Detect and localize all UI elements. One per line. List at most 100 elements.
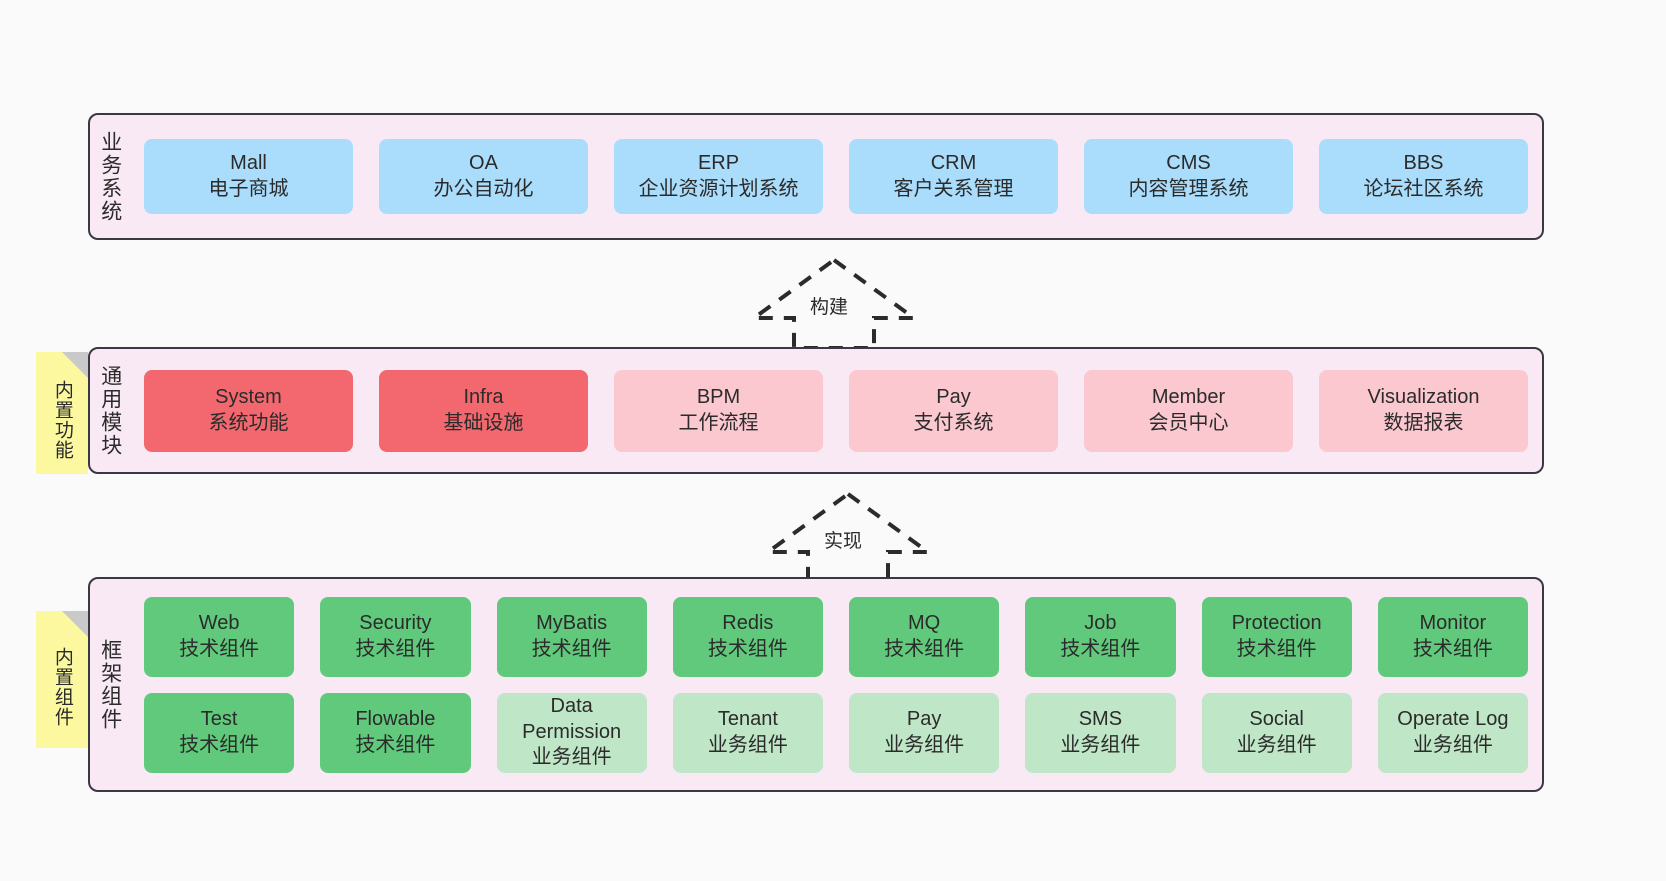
card-title: Job [1084,611,1117,634]
card-subtitle: 电子商城 [208,177,289,200]
card-title: BBS [1403,151,1444,174]
card-subtitle: 业务组件 [1236,733,1317,756]
card-title: System [215,385,282,408]
card-oa[interactable]: OA 办公自动化 [379,139,588,214]
card-title: CRM [930,151,977,174]
card-bpm[interactable]: BPM 工作流程 [614,369,823,452]
card-title: Infra [463,385,504,408]
card-social[interactable]: Social 业务组件 [1201,692,1352,773]
card-subtitle: 技术组件 [531,637,612,660]
layer-body-framework-component: Web 技术组件 Security 技术组件 MyBatis 技术组件 Redi… [130,579,1542,790]
card-pay-component[interactable]: Pay 业务组件 [849,692,1000,773]
layer-title-business-system: 业务系统 [98,130,122,223]
card-operate-log[interactable]: Operate Log 业务组件 [1377,692,1528,773]
card-title: ERP [697,151,740,174]
card-infra[interactable]: Infra 基础设施 [379,369,588,452]
card-subtitle: 会员中心 [1148,411,1229,434]
card-subtitle: 论坛社区系统 [1363,177,1484,200]
card-subtitle: 支付系统 [913,411,994,434]
card-erp[interactable]: ERP 企业资源计划系统 [614,139,823,214]
card-title: Tenant [717,707,778,730]
card-subtitle: 工作流程 [678,411,759,434]
card-cms[interactable]: CMS 内容管理系统 [1084,139,1293,214]
arrow-label-implement: 实现 [824,531,863,552]
sticky-note-label: 内置组件 [51,646,73,727]
card-monitor[interactable]: Monitor 技术组件 [1377,596,1528,677]
card-mq[interactable]: MQ 技术组件 [849,596,1000,677]
card-subtitle: 技术组件 [179,733,260,756]
layer-title-common-module: 通用模块 [98,364,122,457]
card-row: Test 技术组件 Flowable 技术组件 Data Permission … [144,692,1528,773]
card-security[interactable]: Security 技术组件 [320,596,471,677]
card-title: OA [469,151,498,174]
dashed-up-arrow-icon [747,257,921,350]
card-title: Redis [722,611,774,634]
card-subtitle: 基础设施 [443,411,524,434]
card-title: CMS [1166,151,1211,174]
card-tenant[interactable]: Tenant 业务组件 [672,692,823,773]
card-visualization[interactable]: Visualization 数据报表 [1319,369,1528,452]
sticky-note-label: 内置功能 [51,380,73,460]
card-flowable[interactable]: Flowable 技术组件 [320,692,471,773]
card-crm[interactable]: CRM 客户关系管理 [849,139,1058,214]
layer-title-framework-component: 框架组件 [98,638,122,731]
card-member[interactable]: Member 会员中心 [1084,369,1293,452]
card-subtitle: 技术组件 [355,637,436,660]
sticky-note-builtin-components: 内置组件 [36,611,88,748]
card-protection[interactable]: Protection 技术组件 [1201,596,1352,677]
layer-body-business-system: Mall 电子商城 OA 办公自动化 ERP 企业资源计划系统 CRM 客户关系… [130,115,1542,238]
sticky-note-builtin-features: 内置功能 [36,352,88,474]
card-row: Mall 电子商城 OA 办公自动化 ERP 企业资源计划系统 CRM 客户关系… [144,139,1528,214]
card-subtitle: 企业资源计划系统 [638,177,799,200]
card-title: BPM [696,385,741,408]
card-subtitle: 技术组件 [884,637,965,660]
card-subtitle: 内容管理系统 [1128,177,1249,200]
arrow-build: 构建 [747,256,921,350]
card-subtitle: 技术组件 [1060,637,1141,660]
card-mybatis[interactable]: MyBatis 技术组件 [496,596,647,677]
card-title: MyBatis [536,611,608,634]
card-subtitle: 业务组件 [531,746,612,769]
card-subtitle: 技术组件 [179,637,260,660]
card-title: Protection [1231,611,1322,634]
card-subtitle: 技术组件 [1236,637,1317,660]
card-job[interactable]: Job 技术组件 [1025,596,1176,677]
card-title: Social [1249,707,1304,730]
card-title: Member [1151,385,1226,408]
card-subtitle: 客户关系管理 [893,177,1014,200]
card-row: System 系统功能 Infra 基础设施 BPM 工作流程 Pay 支付系统… [144,369,1528,452]
arrow-implement: 实现 [761,490,935,584]
card-sms[interactable]: SMS 业务组件 [1025,692,1176,773]
card-web[interactable]: Web 技术组件 [144,596,295,677]
card-test[interactable]: Test 技术组件 [144,692,295,773]
card-title: Mall [230,151,267,174]
dashed-up-arrow-icon [761,491,935,584]
card-title: Flowable [355,707,436,730]
card-data-permission[interactable]: Data Permission 业务组件 [496,692,647,773]
layer-common-module: 通用模块 System 系统功能 Infra 基础设施 BPM 工作流程 Pay… [88,347,1544,474]
card-title: Web [198,611,240,634]
card-pay[interactable]: Pay 支付系统 [849,369,1058,452]
layer-body-common-module: System 系统功能 Infra 基础设施 BPM 工作流程 Pay 支付系统… [130,349,1542,472]
card-subtitle: 技术组件 [707,637,788,660]
card-title: Visualization [1367,385,1480,408]
arrow-label-build: 构建 [810,297,849,318]
card-title: Pay [936,385,971,408]
card-subtitle: 技术组件 [1412,637,1493,660]
card-bbs[interactable]: BBS 论坛社区系统 [1319,139,1528,214]
card-system[interactable]: System 系统功能 [144,369,353,452]
layer-framework-component: 框架组件 Web 技术组件 Security 技术组件 MyBatis 技术组件… [88,577,1544,792]
card-subtitle: 业务组件 [1412,733,1493,756]
card-title: Data Permission [522,695,622,743]
card-subtitle: 办公自动化 [433,177,534,200]
layer-business-system: 业务系统 Mall 电子商城 OA 办公自动化 ERP 企业资源计划系统 CRM… [88,113,1544,240]
card-mall[interactable]: Mall 电子商城 [144,139,353,214]
card-title: Test [200,707,238,730]
card-title: Security [359,611,432,634]
card-subtitle: 数据报表 [1383,411,1464,434]
card-subtitle: 系统功能 [208,411,289,434]
card-redis[interactable]: Redis 技术组件 [672,596,823,677]
card-subtitle: 业务组件 [1060,733,1141,756]
card-title: Monitor [1419,611,1487,634]
